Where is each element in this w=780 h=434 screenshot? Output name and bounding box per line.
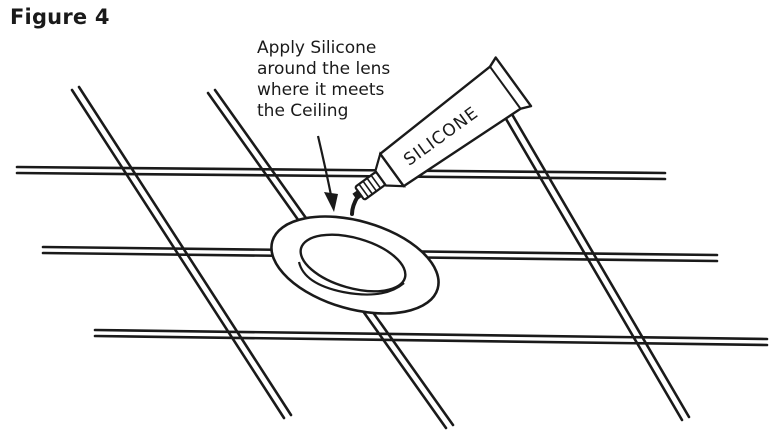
grid-runner-horizontal-1 — [15, 165, 667, 181]
figure-title: Figure 4 — [10, 5, 110, 29]
callout-line-3: where it meets — [257, 80, 385, 100]
grid-runner-diagonal-3 — [490, 90, 691, 422]
callout-line-2: around the lens — [257, 59, 391, 79]
lens-ring — [270, 215, 440, 315]
callout-text: Apply Silicone around the lens where it … — [257, 38, 390, 122]
callout-arrow — [316, 135, 338, 212]
callout-line-4: the Ceiling — [257, 101, 349, 121]
grid-runner-horizontal-3 — [93, 328, 769, 347]
callout-line-1: Apply Silicone — [257, 38, 377, 58]
silicone-tube: SILICONE — [352, 56, 533, 201]
grid-runner-diagonal-1 — [70, 85, 293, 420]
